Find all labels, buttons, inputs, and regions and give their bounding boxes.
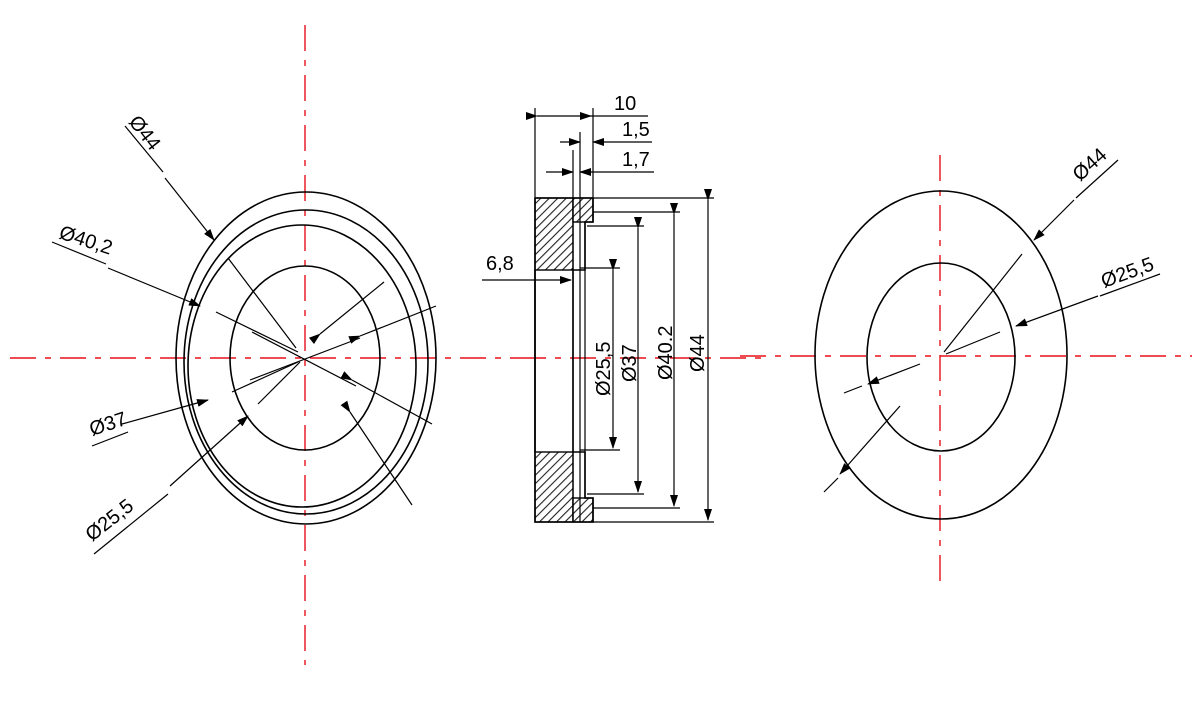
left-d40-2-underline <box>51 241 107 265</box>
right-d25-5-label: Ø25,5 <box>1098 253 1157 292</box>
left-d44-leader-outer <box>340 400 413 506</box>
right-d25-5-tail <box>843 385 863 394</box>
right-d44-tail <box>823 477 839 493</box>
right-d44-leader <box>1033 199 1075 241</box>
left-bore-25-5-circle <box>229 265 381 451</box>
left-40-2-circle <box>183 209 429 515</box>
right-bore-25-5-circle <box>866 262 1016 452</box>
left-d37-leader-outer <box>348 305 437 344</box>
left-d37-leader-inner <box>231 361 299 393</box>
section-d37-label: Ø37 <box>619 344 641 382</box>
section-depth-6-8-label: 6,8 <box>486 253 514 275</box>
section-step-1-5-label: 1,5 <box>622 119 650 141</box>
left-d44-leader-inner <box>227 257 297 349</box>
right-d44-label: Ø44 <box>1069 144 1112 186</box>
left-d40-2-leader <box>107 267 201 307</box>
right-d25-5-leader-inner <box>945 331 1001 355</box>
right-d25-5-leader <box>1015 295 1099 327</box>
left-d37-leader <box>121 399 209 425</box>
right-d25-5-leader-outer <box>867 363 921 385</box>
section-view: Ø25,5 Ø37 Ø40.2 Ø44 10 1,5 1,7 6,8 <box>482 93 770 523</box>
left-d44-label: Ø44 <box>124 112 165 155</box>
right-d44-underline <box>1075 159 1119 199</box>
right-d25-5-underline <box>1099 273 1161 297</box>
left-d37-label: Ø37 <box>87 408 130 441</box>
section-d44-label: Ø44 <box>687 334 709 372</box>
left-d40-2-label: Ø40,2 <box>56 222 115 260</box>
left-d25-5-leader-outer <box>308 281 385 345</box>
right-outer-44-circle <box>814 190 1068 520</box>
left-outer-44-circle <box>175 191 437 525</box>
left-d37-underline <box>91 431 129 447</box>
left-d44-leader <box>164 177 215 241</box>
left-d25-5-leader <box>169 415 249 487</box>
section-d25-5-label: Ø25,5 <box>593 342 615 396</box>
left-d25-5-leader-inner <box>257 361 301 405</box>
left-construction-line <box>249 337 361 381</box>
right-view: Ø44 Ø25,5 <box>740 144 1192 590</box>
section-step-1-7-label: 1,7 <box>622 149 650 171</box>
right-d44-leader-inner <box>943 253 1023 353</box>
left-d25-5-label: Ø25,5 <box>82 495 138 546</box>
left-d40-2-leader-outer <box>340 371 433 425</box>
left-37-circle <box>187 224 417 508</box>
left-d25-5-underline <box>93 493 169 555</box>
left-d44-underline <box>124 125 164 173</box>
section-width-10-label: 10 <box>614 93 636 115</box>
section-d40-2-label: Ø40.2 <box>655 326 677 380</box>
left-d40-2-leader-inner <box>215 311 299 353</box>
section-hatch-top <box>534 197 574 271</box>
right-d44-leader-outer <box>839 405 901 475</box>
section-hatch-bottom <box>534 451 574 523</box>
section-hatch-top-step <box>572 197 594 223</box>
section-hatch-bottom-step <box>572 497 594 523</box>
left-view: Ø44 Ø40,2 Ø37 Ø25,5 <box>10 25 520 665</box>
